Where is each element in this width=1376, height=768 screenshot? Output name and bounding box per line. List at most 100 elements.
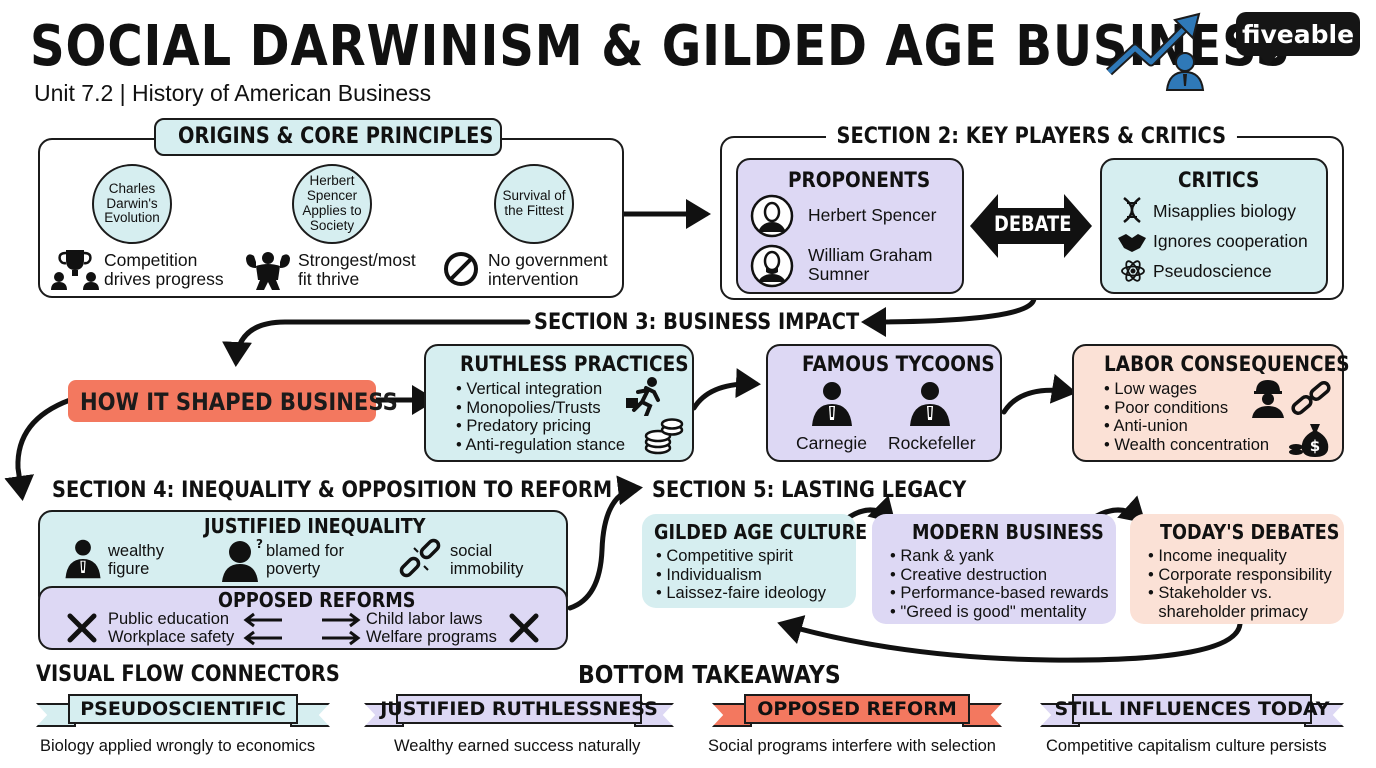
svg-text:?: ? [256, 537, 263, 551]
step-circle-darwin: Charles Darwin's Evolution [92, 164, 172, 244]
fiveable-logo: fiveable [1236, 12, 1360, 66]
proponent-spencer: Herbert Spencer [808, 205, 937, 225]
x-icon [67, 613, 97, 643]
tycoon-rockefeller: Rockefeller [888, 433, 976, 453]
today-list: Income inequality Corporate responsibili… [1148, 547, 1332, 621]
arrow-icon [1001, 374, 1077, 415]
ruthless-list: Vertical integration Monopolies/Trusts P… [456, 380, 625, 454]
list-item: Corporate responsibility [1148, 566, 1331, 585]
justified-immobility: social immobility [450, 542, 524, 579]
confused-person-icon: ? [222, 537, 263, 582]
portrait-icon [750, 194, 794, 238]
principle-competition: Competition drives progress [104, 250, 224, 290]
list-item: Poor conditions [1104, 399, 1269, 418]
debate-arrow-icon [970, 194, 1092, 258]
ribbon-label: JUSTIFIED RUTHLESSNESS [380, 694, 658, 724]
takeaway-caption: Competitive capitalism culture persists [1046, 737, 1327, 755]
prohibited-icon [444, 252, 478, 286]
strongman-icon [246, 252, 290, 290]
chain-icon [1291, 381, 1331, 415]
list-item: "Greed is good" mentality [890, 603, 1109, 622]
origins-title: ORIGINS & CORE PRINCIPLES [178, 124, 494, 149]
list-item: Anti-regulation stance [456, 436, 625, 455]
takeaway-caption: Biology applied wrongly to economics [40, 737, 316, 755]
running-man-icon [626, 377, 660, 416]
section4-title: SECTION 4: INEQUALITY & OPPOSITION TO RE… [52, 478, 613, 503]
culture-title: GILDED AGE CULTURE [654, 520, 868, 544]
dna-icon [1123, 197, 1141, 223]
principle-strongest: Strongest/most fit thrive [298, 250, 416, 290]
businessman-icon [910, 382, 950, 426]
today-title: TODAY'S DEBATES [1160, 520, 1340, 544]
stakeholder-text: Stakeholder vs. shareholder primacy [1158, 584, 1308, 621]
x-icon [509, 613, 539, 643]
list-item: Monopolies/Trusts [456, 399, 625, 418]
tycoons-box [766, 344, 1002, 462]
opposed-workplace-safety: Workplace safety [108, 628, 235, 646]
list-item: Stakeholder vs. shareholder primacy [1148, 584, 1332, 621]
page-subtitle: Unit 7.2 | History of American Business [34, 80, 432, 106]
labor-list: Low wages Poor conditions Anti-union Wea… [1104, 380, 1269, 454]
section3-title: SECTION 3: BUSINESS IMPACT [534, 310, 860, 335]
step-circle-spencer: Herbert Spencer Applies to Society [292, 164, 372, 244]
ruthless-title: RUTHLESS PRACTICES [460, 352, 689, 376]
businessman-icon [812, 382, 852, 426]
opposed-title: OPPOSED REFORMS [218, 588, 416, 612]
opposed-reforms-box [38, 586, 568, 650]
list-item: Rank & yank [890, 547, 1109, 566]
coins-icon [644, 418, 684, 455]
principle-no-government: No government intervention [488, 250, 608, 290]
broken-chain-icon [399, 538, 441, 578]
portrait-icon [750, 244, 794, 288]
list-item: Creative destruction [890, 566, 1109, 585]
list-item: Vertical integration [456, 380, 625, 399]
labor-title: LABOR CONSEQUENCES [1104, 352, 1350, 376]
list-item: Performance-based rewards [890, 584, 1108, 603]
arrow-icon [861, 295, 1037, 337]
critics-title: CRITICS [1178, 168, 1260, 192]
critic-cooperation: Ignores cooperation [1153, 231, 1308, 251]
money-bag-icon: $ [1289, 424, 1329, 457]
list-item: Anti-union [1104, 417, 1269, 436]
list-item: Individualism [656, 566, 826, 585]
ribbon-label: STILL INFLUENCES TODAY [1055, 694, 1330, 724]
culture-list: Competitive spirit Individualism Laissez… [656, 547, 826, 603]
proponent-sumner: William Graham Sumner [808, 245, 933, 285]
tycoon-carnegie: Carnegie [796, 433, 868, 453]
svg-text:$: $ [1310, 437, 1320, 455]
atom-icon [1121, 260, 1145, 282]
takeaway-caption: Social programs interfere with selection [708, 737, 996, 755]
section2-title: SECTION 2: KEY PLAYERS & CRITICS [826, 124, 1237, 149]
takeaway-caption: Wealthy earned success naturally [394, 737, 641, 755]
list-item: Wealth concentration [1104, 436, 1269, 455]
arrow-icon [567, 475, 643, 611]
handshake-icon [1118, 234, 1146, 252]
list-item: Laissez-faire ideology [656, 584, 826, 603]
shaped-business-box [68, 380, 376, 422]
debate-label: DEBATE [994, 212, 1072, 236]
arrow-icon [322, 612, 361, 646]
shaped-business-label: HOW IT SHAPED BUSINESS [80, 388, 398, 416]
justified-wealthy: wealthy figure [108, 542, 164, 579]
arrow-icon [777, 615, 1243, 663]
ribbon-still-influences: STILL INFLUENCES TODAY [1040, 694, 1344, 727]
opposed-welfare: Welfare programs [366, 628, 497, 646]
worker-icon [1252, 380, 1284, 418]
modern-list: Rank & yank Creative destruction Perform… [890, 547, 1109, 622]
tycoons-title: FAMOUS TYCOONS [802, 352, 995, 376]
list-item: Income inequality [1148, 547, 1332, 566]
opposed-public-education: Public education [108, 610, 230, 628]
ribbon-pseudoscientific: PSEUDOSCIENTIFIC [36, 694, 330, 727]
ribbon-justified-ruthlessness: JUSTIFIED RUTHLESSNESS [364, 694, 674, 727]
trophy-icon [51, 250, 99, 290]
critic-misapplies: Misapplies biology [1153, 201, 1296, 221]
connectors-title: VISUAL FLOW CONNECTORS [36, 662, 340, 687]
step-circle-survival: Survival of the Fittest [494, 164, 574, 244]
critics-box [1100, 158, 1328, 294]
ribbon-opposed-reform: OPPOSED REFORM [712, 694, 1002, 727]
proponents-title: PROPONENTS [788, 168, 931, 192]
ribbon-label: PSEUDOSCIENTIFIC [68, 694, 298, 724]
ribbon-label: OPPOSED REFORM [744, 694, 970, 724]
arrow-icon [243, 612, 282, 646]
list-item: Low wages [1104, 380, 1269, 399]
